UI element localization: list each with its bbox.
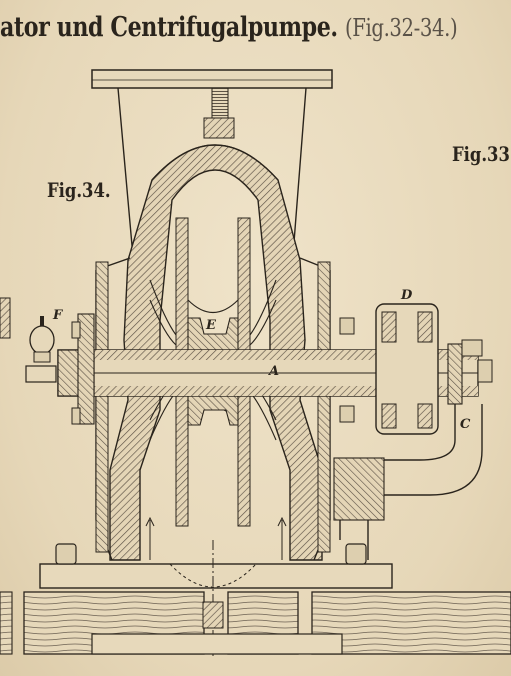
plate-title: ator und Centrifugalpumpe. (Fig.32-34.) bbox=[0, 12, 458, 48]
part-label-e: E bbox=[206, 318, 216, 333]
part-label-a: A bbox=[269, 364, 280, 379]
pulley bbox=[375, 303, 439, 435]
foundation-timbers bbox=[0, 591, 511, 655]
discharge-pipe bbox=[333, 404, 483, 560]
volute-walls bbox=[95, 257, 331, 561]
right-bearing bbox=[339, 317, 493, 423]
part-label-d: D bbox=[401, 288, 413, 303]
part-label-c: C bbox=[460, 417, 471, 432]
lubricator bbox=[25, 316, 57, 383]
part-label-f: F bbox=[53, 308, 63, 323]
suction-pipe bbox=[117, 87, 307, 269]
adjacent-figure-fragment bbox=[0, 297, 11, 339]
title-figure-reference: (Fig.32-34.) bbox=[344, 14, 458, 42]
base-plate bbox=[39, 516, 393, 656]
figure-34-label: Fig.34. bbox=[47, 178, 111, 202]
figure-33-label: Fig.33 bbox=[452, 142, 510, 166]
impeller-hub bbox=[187, 317, 239, 426]
left-end-cover bbox=[71, 313, 95, 425]
title-text: ator und Centrifugalpumpe. bbox=[0, 12, 338, 43]
top-flange bbox=[91, 69, 333, 89]
